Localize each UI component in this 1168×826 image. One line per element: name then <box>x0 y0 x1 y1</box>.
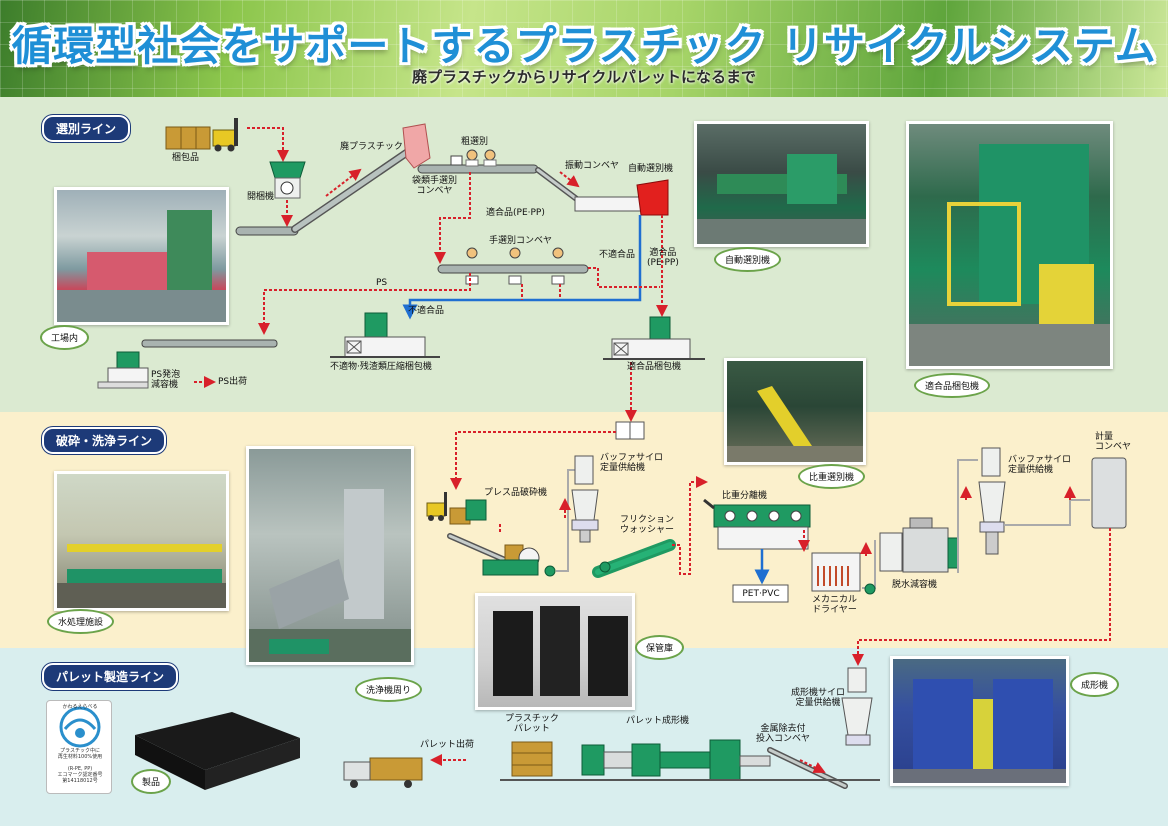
opener-machine-icon <box>269 161 306 199</box>
label-ps-volume-reducer: PS発泡 減容機 <box>151 370 181 391</box>
weighing-conveyor-icon <box>1091 457 1127 529</box>
photo-washer-area <box>246 446 414 665</box>
section-pallet-line: パレット製造ライン <box>42 663 179 690</box>
label-dewatering-reducer: 脱水減容機 <box>892 580 938 590</box>
caption-factory: 工場内 <box>40 325 90 350</box>
photo-storage <box>475 593 635 710</box>
poster-subtitle: 廃プラスチックからリサイクルパレットになるまで <box>412 68 756 86</box>
label-metal-removal-conveyor: 金属除去付 投入コンベヤ <box>756 724 811 745</box>
label-friction-washer: フリクション ウォッシャー <box>620 515 675 536</box>
label-compliant-pe-pp-2: 適合品 (PE·PP) <box>647 248 679 269</box>
forklift-icon-2 <box>426 492 447 521</box>
section-crushing-line: 破砕・洗浄ライン <box>42 427 167 454</box>
photo-auto-sorter <box>694 121 869 247</box>
header-banner: 循環型社会をサポートするプラスチック リサイクルシステム 廃プラスチックからリサ… <box>0 0 1168 97</box>
label-weighing-conveyor: 計量 コンベヤ <box>1095 432 1132 453</box>
dewatering-reducer-icon <box>879 517 959 573</box>
mechanical-dryer-icon <box>811 552 861 592</box>
caption-storage: 保管庫 <box>635 635 685 660</box>
bales-icon <box>165 126 211 150</box>
logo-top-text: かわるえらべる <box>62 704 98 710</box>
label-ps: PS <box>376 278 388 288</box>
label-compliant-baler: 適合品梱包機 <box>627 362 682 372</box>
logo-middle-text: プラスチック中に 再生材料100%使用 <box>57 748 103 760</box>
label-rough-sort: 粗選別 <box>461 137 489 147</box>
label-noncompliant-1: 不適合品 <box>599 250 636 260</box>
photo-factory-interior <box>54 187 229 325</box>
label-opener: 開梱機 <box>247 192 275 202</box>
label-press-crusher: プレス品破砕機 <box>484 488 548 498</box>
molding-silo-icon <box>841 667 873 746</box>
label-pallet-molding-machine: パレット成形機 <box>626 716 690 726</box>
workers-rough-sort <box>450 149 497 167</box>
caption-gravity-sorter: 比重選別機 <box>798 464 866 489</box>
photo-water-treatment <box>54 471 229 611</box>
caption-auto-sorter: 自動選別機 <box>714 247 782 272</box>
buffer-silo-1-icon <box>571 455 599 543</box>
ps-reducer-icon <box>97 351 149 389</box>
caption-product: 製品 <box>131 769 172 794</box>
poster-title: 循環型社会をサポートするプラスチック リサイクルシステム <box>11 22 1157 70</box>
label-buffer-silo-2: バッファサイロ 定量供給機 <box>1008 455 1072 476</box>
label-pallet-shipping: パレット出荷 <box>420 740 475 750</box>
label-waste-plastic: 廃プラスチック <box>340 142 403 152</box>
bag-opener-icon <box>402 123 431 169</box>
caption-compliant-baler: 適合品梱包機 <box>914 373 991 398</box>
auto-sorter-machine-icon <box>574 179 669 216</box>
press-crusher-icon <box>447 499 556 577</box>
residue-baler-icon <box>330 312 440 358</box>
compliant-baler-icon <box>603 316 705 360</box>
buffer-silo-2-icon <box>978 447 1006 555</box>
label-mechanical-dryer: メカニカル ドライヤー <box>812 595 858 616</box>
caption-washer-area: 洗浄機周り <box>355 677 423 702</box>
section-sorting-line: 選別ライン <box>42 115 131 142</box>
label-noncompliant-2: 不適合品 <box>408 306 445 316</box>
product-pallet-icon <box>135 712 300 790</box>
pallet-stack-icon <box>511 741 553 777</box>
photo-gravity-sorter <box>724 358 866 465</box>
forklift-icon <box>212 118 238 152</box>
label-hand-sort-conveyor: 手選別コンベヤ <box>489 236 553 246</box>
pallet-molding-machine-icon <box>581 739 771 781</box>
label-bales: 梱包品 <box>172 153 200 163</box>
label-gravity-separator: 比重分離機 <box>722 491 768 501</box>
label-vibrating-conveyor: 振動コンベヤ <box>565 161 620 171</box>
eco-mark-logo: かわるえらべる プラスチック中に 再生材料100%使用 (R-PE, PP) エ… <box>46 700 112 794</box>
label-molding-silo: 成形機サイロ 定量供給機 <box>791 688 846 709</box>
label-bag-sort-conveyor: 袋類手選別 コンベヤ <box>412 176 458 197</box>
label-plastic-pallet: プラスチック パレット <box>505 714 559 735</box>
label-compliant-pe-pp-1: 適合品(PE·PP) <box>486 208 545 218</box>
photo-molding-machine <box>890 656 1069 786</box>
label-auto-sorter-machine: 自動選別機 <box>628 164 674 174</box>
label-ps-shipping: PS出荷 <box>218 377 248 387</box>
label-buffer-silo-1: バッファサイロ 定量供給機 <box>600 453 664 474</box>
caption-molding-machine: 成形機 <box>1070 672 1120 697</box>
workers-hand-sort <box>465 247 565 285</box>
friction-washer-icon <box>592 539 676 578</box>
label-residue-baler: 不適物·残渣類圧縮梱包機 <box>330 362 432 372</box>
caption-water-treatment: 水処理施設 <box>47 609 115 634</box>
label-pet-pvc: PET·PVC <box>742 589 780 599</box>
logo-bottom-text: (R-PE, PP) エコマーク認定番号 第14118012号 <box>57 766 103 784</box>
gravity-separator-icon <box>703 498 811 550</box>
photo-compliant-baler <box>906 121 1113 369</box>
truck-icon <box>343 757 423 788</box>
